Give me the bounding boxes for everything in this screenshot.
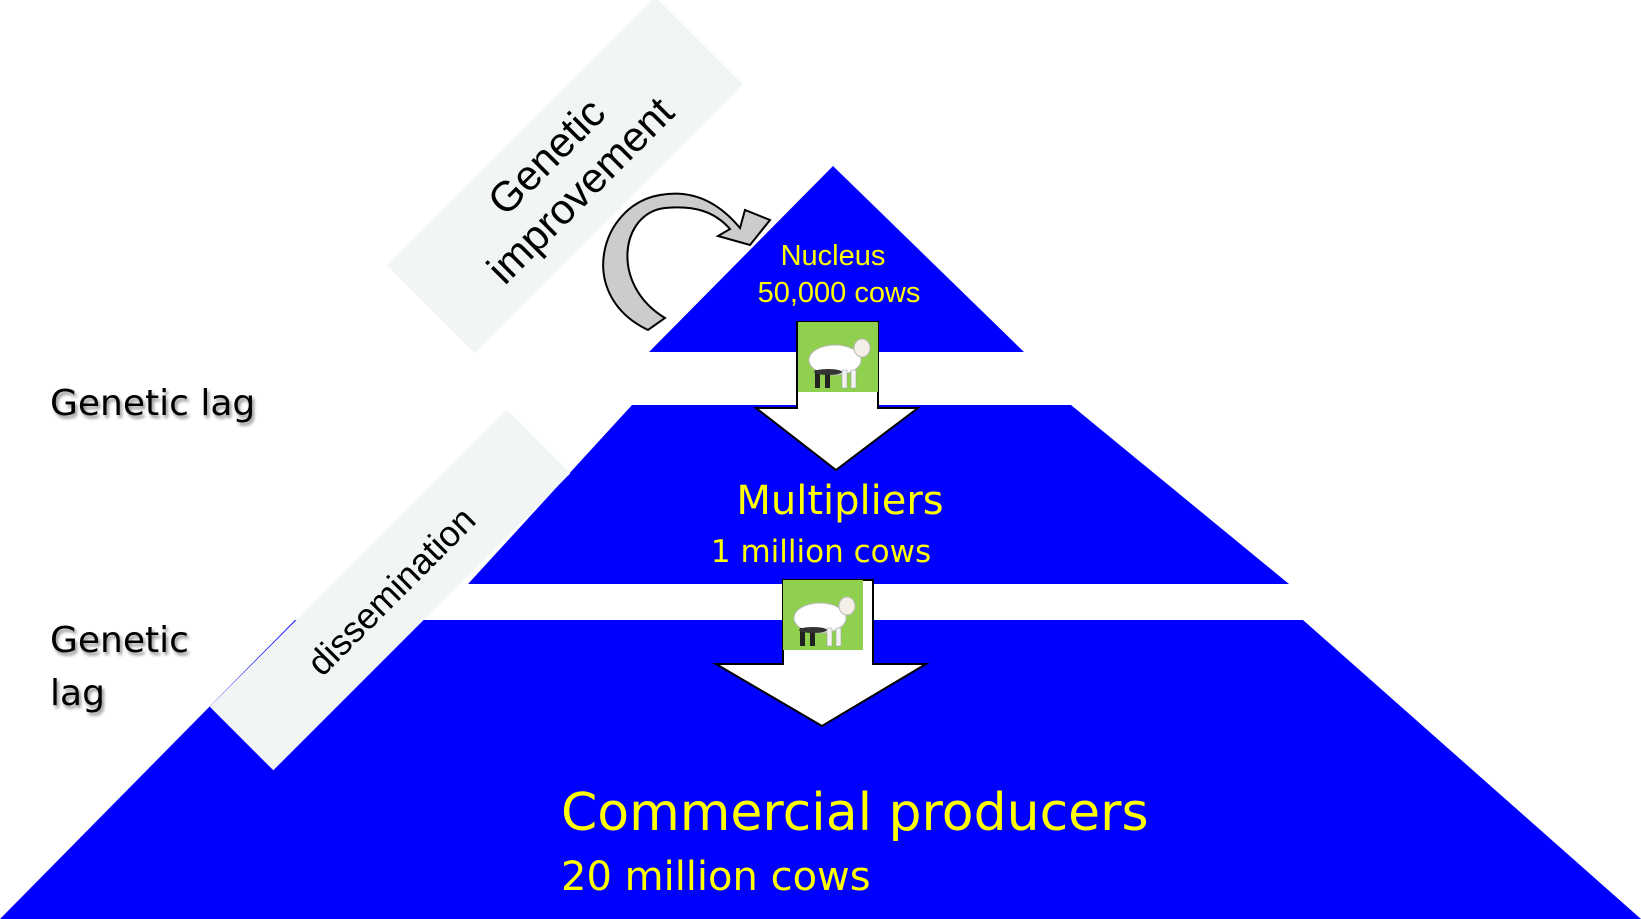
commercial-label: Commercial producers <box>561 783 1149 843</box>
nucleus-count: 50,000 cows <box>758 277 921 309</box>
genetic-improvement-arrow <box>602 192 772 332</box>
pyramid-tier-multipliers <box>468 405 1289 584</box>
genetic-lag-label-lower-line2: lag <box>50 673 105 714</box>
multipliers-count: 1 million cows <box>711 534 931 570</box>
nucleus-label: Nucleus <box>781 240 886 272</box>
pyramid-tier-commercial <box>0 620 1641 919</box>
sheep-icon <box>798 322 878 392</box>
commercial-count: 20 million cows <box>561 854 871 900</box>
genetic-lag-label-lower-line1: Genetic <box>50 620 189 661</box>
multipliers-label: Multipliers <box>736 478 943 524</box>
down-arrow-to-commercial <box>712 579 930 728</box>
genetic-lag-label-upper: Genetic lag <box>50 383 255 424</box>
sheep-icon <box>783 580 863 650</box>
pyramid-tier-nucleus <box>649 166 1024 352</box>
genetic-improvement-label-box: Genetic improvement <box>386 0 744 354</box>
